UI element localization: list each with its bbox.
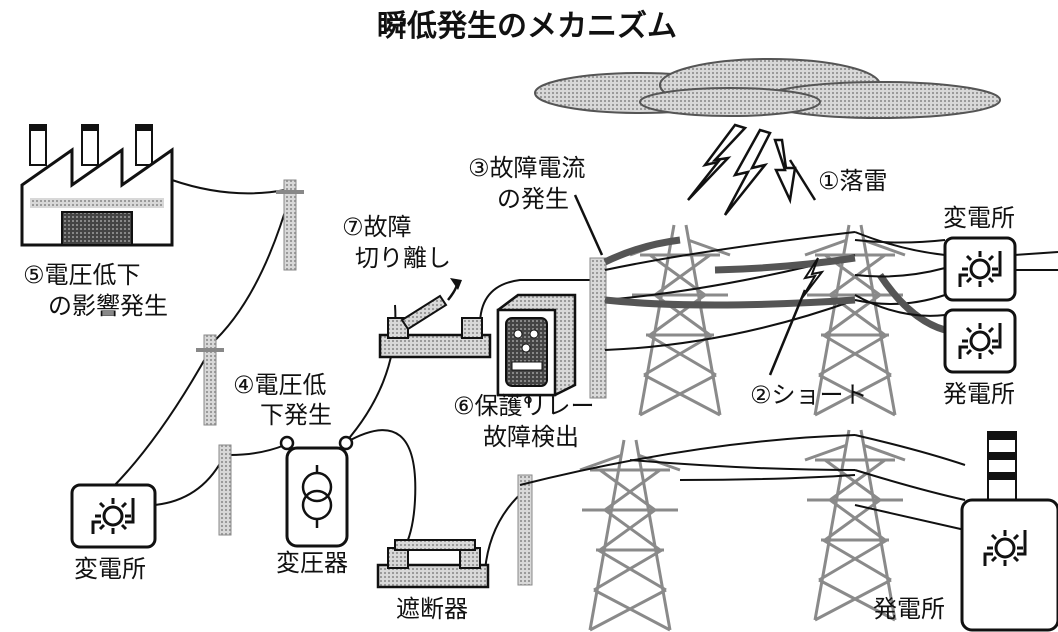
factory-icon bbox=[20, 124, 174, 247]
label-voltage-drop-2: 下発生 bbox=[260, 401, 332, 429]
substation-icon bbox=[943, 236, 1017, 302]
power-plant-icon bbox=[943, 308, 1017, 374]
label-transformer: 変圧器 bbox=[276, 549, 348, 577]
label-isolation-1: ⑦故障 bbox=[342, 213, 412, 241]
transformer-icon bbox=[279, 435, 354, 548]
label-impact-1: ⑤電圧低下 bbox=[23, 261, 141, 289]
label-breaker: 遮断器 bbox=[396, 595, 468, 623]
label-fault-current-2: の発生 bbox=[497, 185, 569, 213]
power-plant-icon bbox=[960, 431, 1058, 632]
substation-icon bbox=[70, 483, 157, 549]
label-voltage-drop-1: ④電圧低 bbox=[233, 371, 327, 399]
fault-current-line bbox=[603, 236, 947, 334]
circuit-breaker-open-icon bbox=[378, 278, 492, 359]
label-lightning: ①落雷 bbox=[818, 167, 888, 195]
diagram-title: 瞬低発生のメカニズム bbox=[377, 9, 677, 44]
utility-pole-icon bbox=[196, 179, 607, 586]
label-fault-current-1: ③故障電流 bbox=[468, 154, 586, 182]
label-short: ②ショート bbox=[750, 381, 868, 409]
label-relay-2: 故障検出 bbox=[483, 423, 579, 451]
label-impact-2: の影響発生 bbox=[48, 292, 168, 320]
label-power-plant-bottom: 発電所 bbox=[873, 595, 945, 623]
label-power-plant-mid: 発電所 bbox=[943, 380, 1015, 408]
circuit-breaker-icon bbox=[376, 539, 490, 589]
protective-relay-icon bbox=[496, 293, 577, 404]
label-substation-left: 変電所 bbox=[74, 555, 146, 583]
transmission-tower-icon bbox=[578, 223, 907, 632]
cloud-icon bbox=[534, 58, 1001, 119]
lightning-icon bbox=[687, 123, 797, 216]
label-substation-top: 変電所 bbox=[943, 204, 1015, 232]
label-relay-1: ⑥保護リレー bbox=[453, 392, 595, 420]
label-isolation-2: 切り離し bbox=[355, 244, 451, 272]
